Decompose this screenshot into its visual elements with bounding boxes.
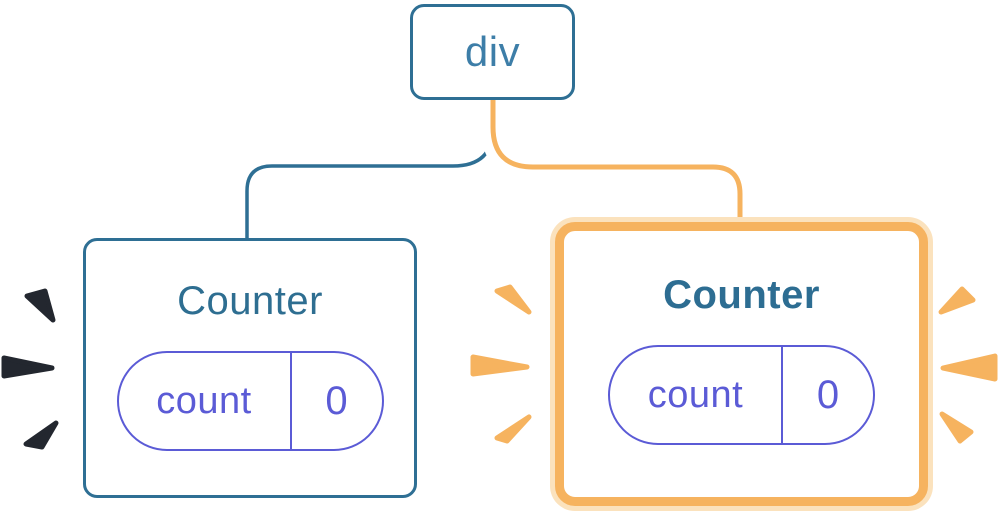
left-counter-node: Counter count 0: [83, 238, 417, 498]
state-value: 0: [816, 372, 840, 417]
right-counter-burst-left: [470, 284, 532, 444]
counter-title: Counter: [177, 279, 323, 323]
spark-icon: [23, 420, 59, 450]
edge-to-right-counter-casing: [480, 98, 753, 228]
spark-icon: [494, 414, 532, 444]
right-counter-burst-right: [938, 286, 998, 444]
state-key: count: [647, 373, 744, 416]
spark-icon: [470, 354, 530, 377]
spark-icon: [939, 411, 974, 444]
state-pill: count 0: [116, 351, 384, 451]
spark-icon: [940, 353, 998, 382]
state-pill: count 0: [608, 345, 875, 445]
root-node-div: div: [410, 4, 575, 100]
spark-icon: [494, 284, 532, 315]
pill-divider: [289, 353, 292, 449]
spark-icon: [1, 355, 55, 379]
edge-to-right-counter: [490, 98, 743, 228]
left-counter-burst: [1, 288, 59, 450]
pill-divider: [781, 347, 783, 443]
right-counter-node-highlighted: Counter count 0: [555, 222, 928, 506]
edge-to-left-counter: [245, 100, 495, 242]
state-value: 0: [325, 378, 348, 423]
root-node-label: div: [464, 28, 521, 75]
counter-title: Counter: [663, 273, 820, 317]
state-key: count: [156, 379, 252, 422]
spark-icon: [24, 288, 56, 323]
spark-icon: [938, 286, 976, 315]
